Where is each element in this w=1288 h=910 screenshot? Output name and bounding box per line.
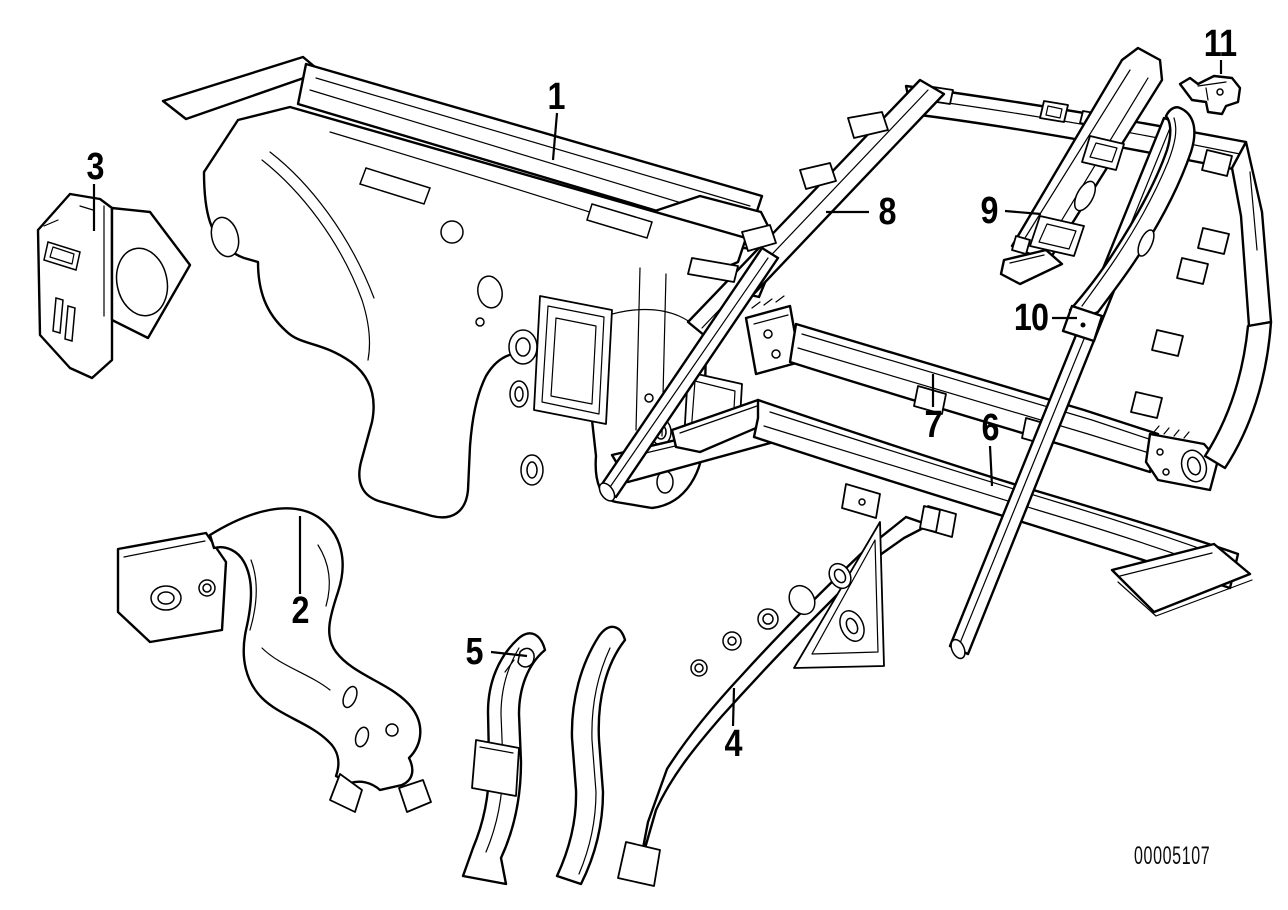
part-3-support-bracket — [36, 192, 192, 380]
part-11-clamp-bracket — [1178, 74, 1242, 116]
callout-4[interactable]: 4 — [724, 723, 742, 765]
part-1-hole — [210, 216, 240, 258]
leader-line-5 — [490, 650, 528, 658]
leader-line-1 — [551, 112, 559, 161]
leader-lines — [92, 60, 1223, 727]
part-2-fork-tip — [398, 779, 432, 813]
part-11-body — [1178, 74, 1242, 116]
part-8-right-post — [1230, 140, 1273, 328]
part-7-crossmember — [744, 295, 1220, 492]
callout-2[interactable]: 2 — [291, 590, 309, 632]
part-2-engine-support — [116, 507, 432, 813]
part-6-foot-plate — [1110, 542, 1252, 614]
callout-10[interactable]: 10 — [1013, 297, 1049, 339]
callout-8[interactable]: 8 — [878, 191, 896, 233]
part-5-pillar-strips — [461, 625, 627, 886]
part-4-lower-partition — [617, 505, 941, 887]
part-5-teardrop-hole — [517, 647, 535, 668]
leader-line-4 — [731, 687, 736, 727]
part-10-frame-rail — [1061, 106, 1196, 343]
part-9-foot — [999, 248, 1064, 286]
part-1-cowl-slot — [359, 167, 431, 205]
diagram-id: 00005107 — [1134, 842, 1211, 870]
leader-line-9 — [1004, 209, 1042, 216]
part-4-tip-tab — [919, 505, 941, 533]
callout-6[interactable]: 6 — [981, 407, 999, 449]
part-3-large-hole — [115, 247, 169, 317]
callout-7[interactable]: 7 — [924, 404, 942, 446]
callout-3[interactable]: 3 — [86, 146, 104, 188]
part-1-hole — [440, 220, 464, 244]
part-1-hole — [477, 275, 503, 309]
part-1-cowl-slot — [586, 203, 653, 239]
part-10-rail — [1068, 106, 1196, 324]
part-7-tab — [913, 385, 947, 415]
part-6-side-member — [670, 398, 1253, 617]
part-4-panel — [637, 515, 931, 871]
part-6-left-wing — [670, 398, 772, 454]
callout-5[interactable]: 5 — [465, 631, 483, 673]
part-2-fork-tip — [329, 773, 363, 813]
part-3-left-face — [36, 192, 114, 380]
part-9-frame-rail — [999, 46, 1164, 286]
part-2-s-ribbon — [208, 507, 422, 792]
part-5-rear-strip — [555, 625, 627, 886]
part-4-foot — [617, 841, 661, 887]
callout-9[interactable]: 9 — [980, 190, 998, 232]
part-1-recess — [533, 295, 613, 425]
part-5-side-tab — [471, 739, 520, 797]
part-8-pillar-tab — [687, 257, 739, 283]
callout-11[interactable]: 11 — [1203, 23, 1237, 65]
callout-1[interactable]: 1 — [547, 76, 565, 118]
leader-line-6 — [988, 445, 994, 487]
